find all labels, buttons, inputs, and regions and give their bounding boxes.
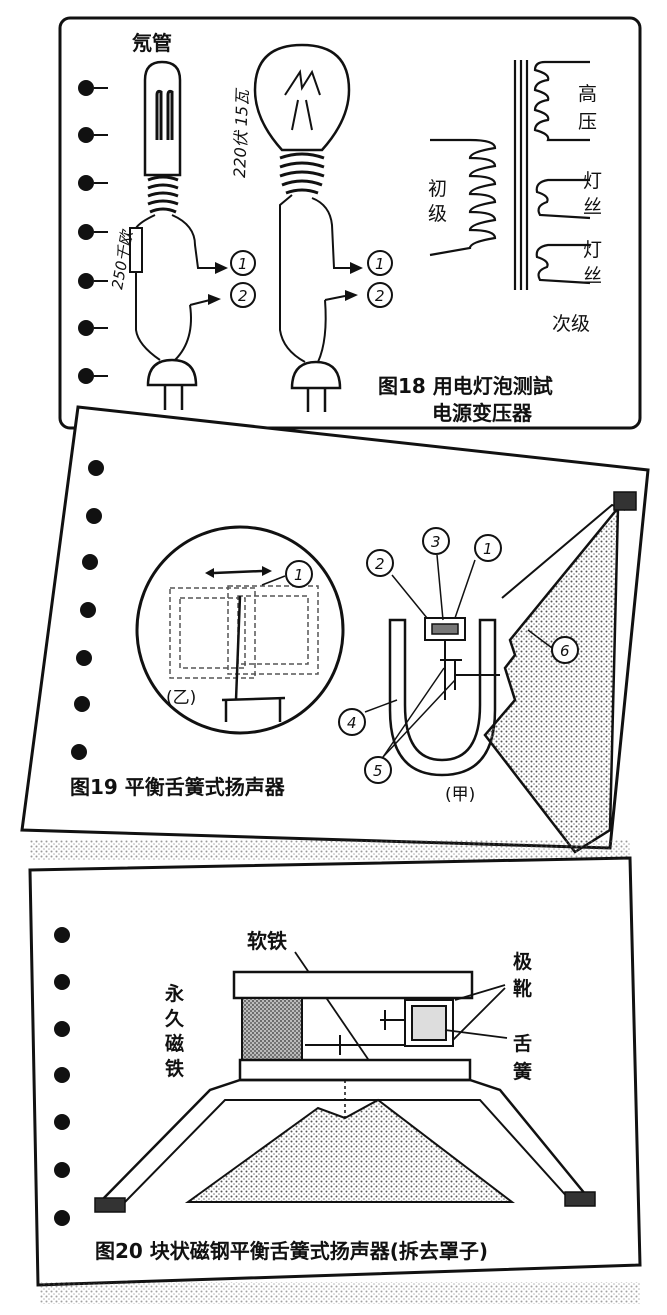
primary-label-1: 初 xyxy=(428,178,447,200)
soft-iron-label: 软铁 xyxy=(247,929,287,953)
pole-shoe-label-1: 极 xyxy=(513,950,533,973)
pole-shoe-label-2: 靴 xyxy=(513,977,532,1000)
callout-2: 2 xyxy=(366,549,428,619)
primary-label-2: 级 xyxy=(428,203,447,225)
stipple-shadow-bottom xyxy=(40,1282,640,1304)
terminal-1-right: 1 xyxy=(367,250,393,276)
callout-3: 3 xyxy=(422,527,450,621)
label-yi: (乙) xyxy=(166,688,196,708)
svg-text:2: 2 xyxy=(375,287,385,305)
left-circuit-wires xyxy=(135,214,215,361)
right-circuit-wires xyxy=(279,194,350,363)
left-arrows xyxy=(208,262,228,305)
soft-iron-leader xyxy=(294,951,371,1063)
magnet-label-1: 永 xyxy=(164,982,185,1005)
svg-text:2: 2 xyxy=(238,287,248,305)
svg-text:2: 2 xyxy=(375,555,385,573)
stipple-shadow xyxy=(30,840,630,860)
magnet-label-4: 铁 xyxy=(165,1057,184,1080)
figure-19-caption: 图19 平衡舌簧式扬声器 xyxy=(70,775,286,799)
plug-icon-right xyxy=(290,360,342,412)
detail-view-yi: 1 (乙) xyxy=(135,525,345,735)
secondary-label: 次级 xyxy=(552,313,590,335)
reed-label-1: 舌 xyxy=(513,1032,532,1055)
high-voltage-label-1: 高 xyxy=(578,83,597,105)
right-arrows xyxy=(345,262,363,301)
magnet-label-2: 久 xyxy=(165,1007,185,1030)
figure-18-caption-line2: 电源变压器 xyxy=(432,401,533,425)
magnet-label-3: 磁 xyxy=(165,1032,184,1055)
figure-20-caption: 图20 块状磁钢平衡舌簧式扬声器(拆去罩子) xyxy=(95,1239,488,1263)
binder-holes-18 xyxy=(78,80,94,384)
svg-text:1: 1 xyxy=(375,255,385,273)
reed-label-2: 簧 xyxy=(513,1060,532,1083)
filament-label-2b: 丝 xyxy=(583,265,602,287)
plug-icon-left xyxy=(146,358,198,410)
callout-4: 4 xyxy=(338,699,398,736)
reed-leader xyxy=(444,1029,508,1039)
svg-text:5: 5 xyxy=(373,762,383,780)
svg-text:3: 3 xyxy=(431,533,441,551)
figure-18-caption-line1: 图18 用电灯泡测試 xyxy=(378,374,553,398)
magnet-assembly xyxy=(388,617,500,777)
callout-1: 1 xyxy=(454,534,502,619)
terminal-2-left: 2 xyxy=(230,282,256,308)
figure-18-panel: 氖管 250千欧 1 2 xyxy=(58,16,642,430)
filament-label-2a: 灯 xyxy=(583,239,602,261)
neon-tube-icon xyxy=(143,60,182,214)
svg-text:6: 6 xyxy=(560,642,570,660)
figure-19-panel: 1 (乙) 1 xyxy=(20,405,650,854)
transformer-diagram xyxy=(429,60,591,290)
callout-6: 6 xyxy=(527,629,579,664)
speaker-cone xyxy=(483,491,637,854)
binder-holes-20 xyxy=(54,927,70,1226)
bulb-rating-label: 220伏 15瓦 xyxy=(230,88,252,179)
speaker-assembly xyxy=(94,970,596,1213)
svg-text:1: 1 xyxy=(294,566,304,584)
svg-text:1: 1 xyxy=(483,540,493,558)
filament-label-1b: 丝 xyxy=(583,196,602,218)
callout-5: 5 xyxy=(364,667,456,784)
terminal-2-right: 2 xyxy=(367,282,393,308)
panel-18-border xyxy=(58,16,642,430)
neon-tube-label: 氖管 xyxy=(131,31,172,55)
svg-text:4: 4 xyxy=(347,714,357,732)
svg-text:1: 1 xyxy=(238,255,248,273)
bulb-icon xyxy=(253,43,351,195)
high-voltage-label-2: 压 xyxy=(578,111,597,133)
terminal-1-left: 1 xyxy=(230,250,256,276)
binder-holes-19 xyxy=(71,460,104,760)
label-jia: (甲) xyxy=(445,785,475,805)
filament-label-1a: 灯 xyxy=(583,170,602,192)
figure-20-panel: 软铁 永 久 磁 铁 极 靴 xyxy=(28,856,642,1287)
